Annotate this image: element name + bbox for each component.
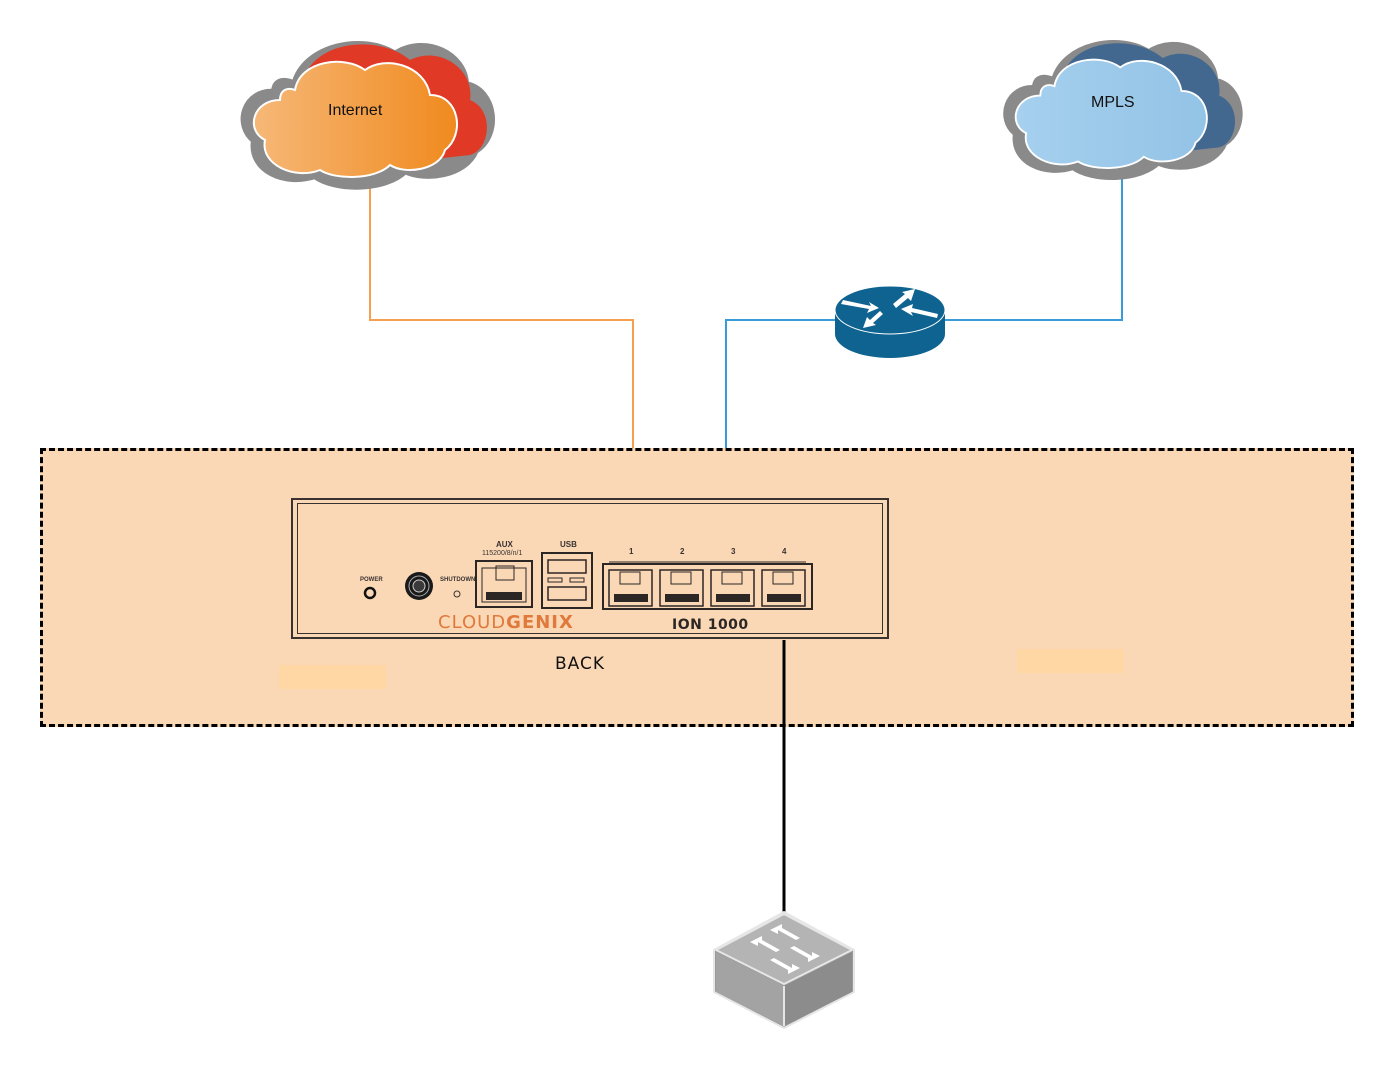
internet-cloud-icon[interactable]: [235, 25, 505, 195]
label-placeholder-left: [279, 665, 386, 689]
device-model-label: ION 1000: [672, 617, 749, 633]
shutdown-label: SHUTDOWN: [440, 577, 476, 583]
link-mpls-to-router: [945, 175, 1123, 321]
usb-label: USB: [560, 540, 577, 549]
switch-icon[interactable]: [712, 910, 856, 1030]
port-3-label: 3: [731, 547, 736, 556]
router-icon[interactable]: [833, 282, 947, 360]
link-internet-to-ion: [369, 185, 634, 498]
port-1-label: 1: [629, 547, 634, 556]
port-4-label: 4: [782, 547, 787, 556]
power-label: POWER: [360, 577, 383, 583]
brand-bold: GENIX: [506, 612, 574, 633]
port-2-label: 2: [680, 547, 685, 556]
device-bezel: [297, 503, 883, 634]
brand-logo: CLOUDGENIX: [438, 612, 574, 633]
label-placeholder-right: [1017, 649, 1124, 673]
aux-label: AUX: [496, 540, 513, 549]
mpls-cloud-icon[interactable]: [995, 25, 1255, 185]
link-router-to-ion: [725, 319, 835, 498]
ion-1000-device[interactable]: [291, 498, 889, 639]
internet-cloud-label: Internet: [328, 102, 383, 119]
view-label: BACK: [555, 654, 606, 674]
mpls-cloud-label: MPLS: [1091, 94, 1135, 111]
aux-settings-label: 115200/8/n/1: [482, 550, 523, 557]
brand-light: CLOUD: [438, 612, 507, 633]
